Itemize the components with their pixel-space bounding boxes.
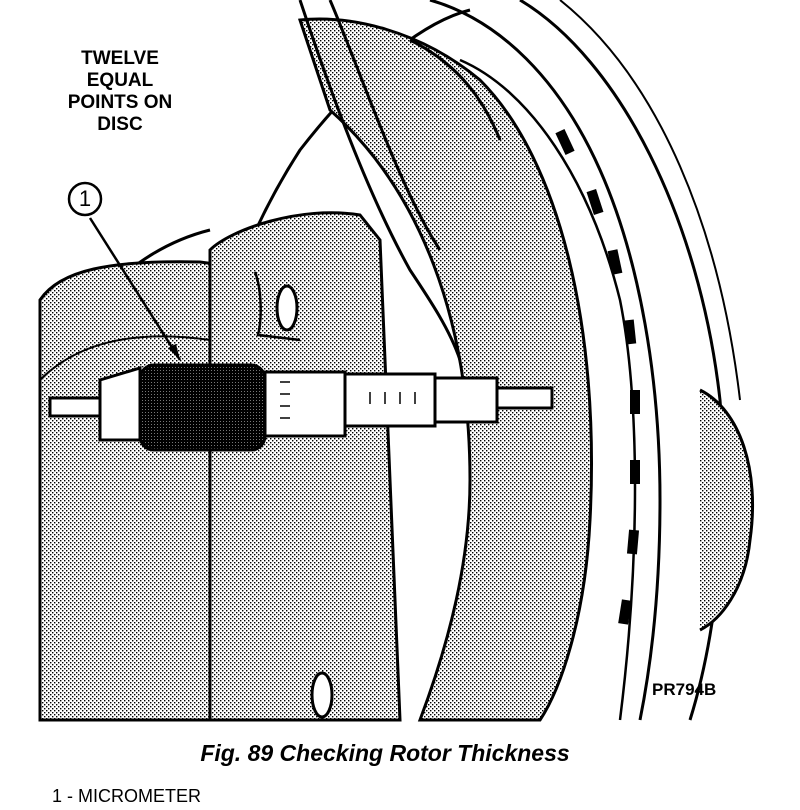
marker-number: 1 — [78, 186, 92, 211]
micrometer-ratchet — [98, 365, 142, 442]
micrometer-barrel — [343, 372, 437, 428]
micrometer-scale-ticks — [280, 381, 416, 419]
micrometer-sleeve — [263, 370, 347, 438]
lug-hole-lower — [310, 671, 334, 719]
micrometer — [48, 363, 554, 452]
micrometer-spindle — [495, 386, 554, 410]
callout-line-1: TWELVE — [81, 48, 159, 69]
figure-code: PR794B — [652, 680, 717, 699]
figure-caption: Fig. 89 Checking Rotor Thickness — [200, 740, 570, 766]
micrometer-thimble — [138, 363, 267, 452]
callout-line-3: POINTS ON — [67, 92, 173, 113]
lug-hole-upper — [275, 284, 299, 332]
callout-line-4: DISC — [97, 114, 143, 135]
rotor-vanes — [555, 129, 640, 625]
marker-leader-line — [88, 217, 182, 361]
twelve-points-callout: TWELVE EQUAL POINTS ON DISC — [40, 48, 200, 136]
rotor-micrometer-illustration — [38, 0, 754, 722]
rotor-hub — [208, 211, 402, 722]
marker-circle — [67, 181, 103, 217]
callout-line-2: EQUAL — [86, 70, 154, 91]
figure-legend: 1 - MICROMETER — [52, 786, 202, 806]
rotor-disc — [297, 17, 593, 722]
micrometer-spindle-housing — [433, 376, 499, 424]
